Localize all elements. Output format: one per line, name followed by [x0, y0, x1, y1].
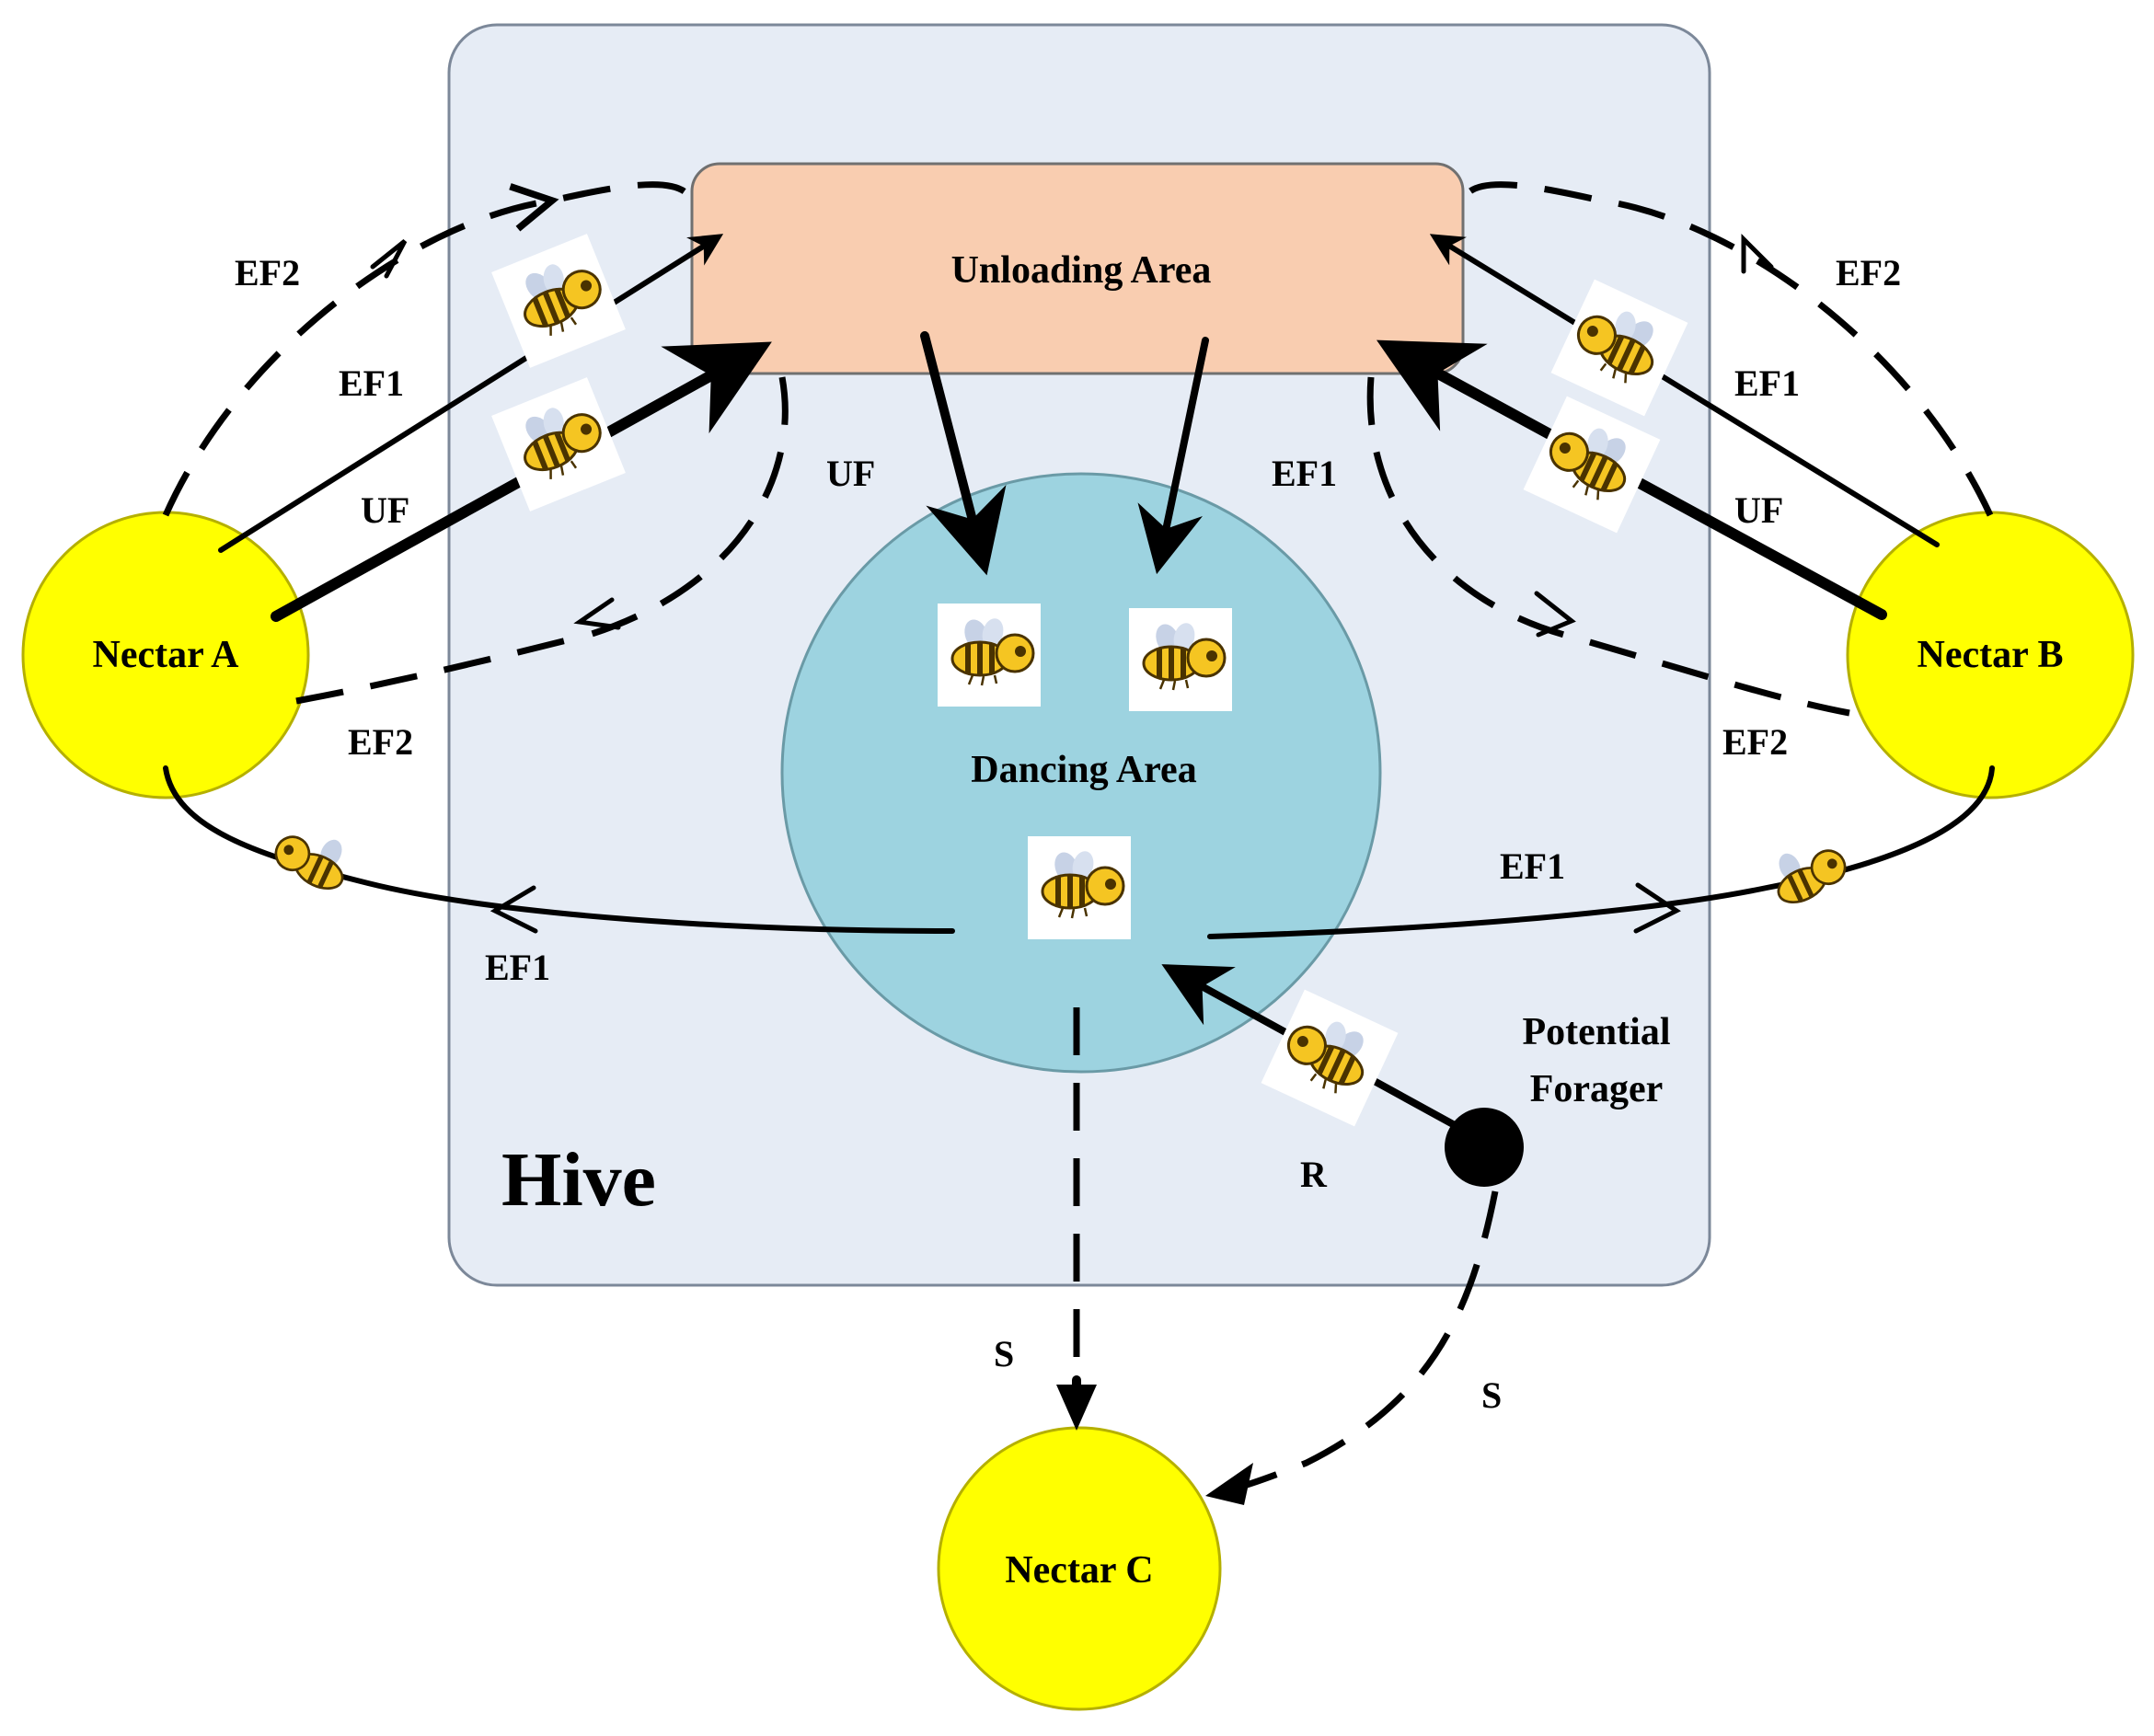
edge-b-ef1-bottom	[1207, 765, 1995, 939]
nectar-c	[937, 1426, 1222, 1711]
nectar-a-label: Nectar A	[93, 634, 240, 676]
arrow-a-ef1-bottom-head	[490, 885, 538, 934]
hive-label: Hive	[501, 1137, 656, 1223]
arrow-b-ef1-return-head	[1534, 591, 1576, 638]
unloading-area	[690, 162, 1465, 375]
edge-a-ef2-top	[162, 181, 696, 517]
edge-a-uf-return	[587, 376, 789, 638]
bee-icon	[1127, 606, 1234, 713]
arrow-a-ef2-top-head	[370, 239, 408, 279]
edge-a-ef1	[218, 234, 724, 553]
label-a-ef2-bottom: EF2	[348, 721, 413, 763]
potential-forager-dot	[1445, 1108, 1524, 1187]
edge-a-ef1-bottom	[163, 765, 955, 934]
bee-icon	[1026, 834, 1133, 941]
label-recruit: R	[1300, 1154, 1328, 1195]
label-b-ef1-return: EF1	[1272, 453, 1337, 494]
bee-icon	[936, 602, 1042, 708]
bee-icon	[274, 835, 344, 891]
dancing-area-label: Dancing Area	[971, 749, 1196, 791]
label-a-uf: UF	[361, 489, 409, 531]
unloading-area-label: Unloading Area	[951, 249, 1212, 292]
arrow-a-uf-return-head	[573, 597, 621, 630]
label-b-ef1-bottom: EF1	[1500, 845, 1565, 887]
arrow-forager-scout-head	[1205, 1463, 1253, 1505]
label-scout-left: S	[994, 1333, 1014, 1374]
nectar-c-label: Nectar C	[1005, 1549, 1153, 1592]
edge-unload-to-dance-left	[920, 331, 1007, 576]
edge-a-uf	[271, 341, 772, 622]
label-b-ef2-bottom: EF2	[1722, 721, 1788, 763]
label-b-ef2-top: EF2	[1836, 252, 1901, 293]
edge-b-ef2-top	[1459, 181, 1994, 517]
potential-forager-label-line1: Potential	[1523, 1011, 1671, 1053]
label-b-uf: UF	[1734, 489, 1783, 531]
label-a-ef1: EF1	[339, 362, 404, 404]
bee-icon	[1777, 849, 1847, 904]
arrow-b-ef1-bottom-head	[1633, 882, 1681, 934]
label-b-ef1: EF1	[1734, 362, 1800, 404]
edge-a-ef2-bottom	[295, 631, 590, 705]
edge-b-ef1-return	[1366, 376, 1850, 717]
edge-b-ef1	[1429, 234, 1940, 547]
label-a-uf-return: UF	[826, 453, 875, 494]
label-a-ef2-top: EF2	[235, 252, 300, 293]
arrow-b-ef2-top-head	[1741, 233, 1774, 274]
label-scout-right: S	[1481, 1374, 1502, 1416]
edge-unload-to-dance-right	[1137, 337, 1209, 575]
nectar-b-label: Nectar B	[1918, 634, 2064, 676]
arrow-dance-scout-head	[1056, 1385, 1097, 1431]
label-a-ef1-bottom: EF1	[485, 947, 550, 988]
potential-forager-label-line2: Forager	[1530, 1068, 1664, 1110]
